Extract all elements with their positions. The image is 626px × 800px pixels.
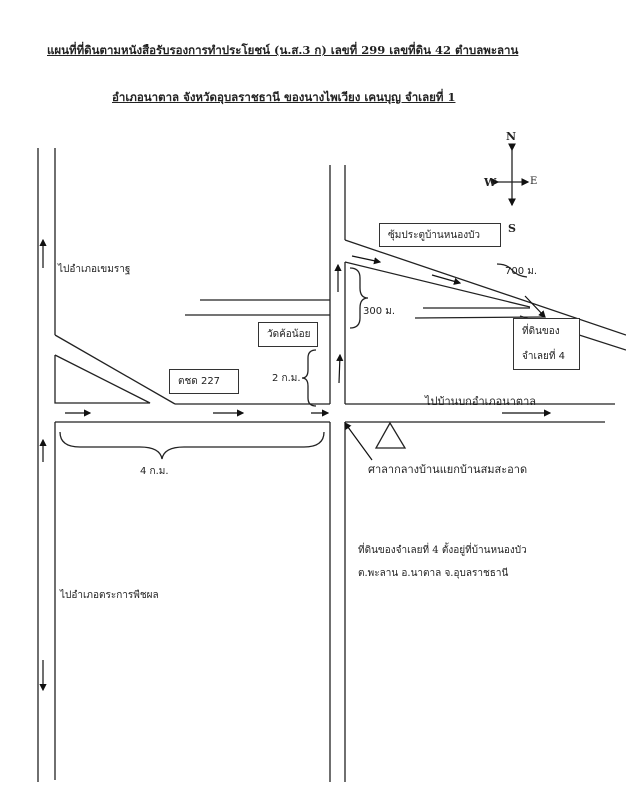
compass-west: W [484,176,497,189]
land-label-2: จำเลยที่ 4 [522,351,566,362]
label-sala: ศาลากลางบ้านแยกบ้านสมสะอาด [368,463,528,476]
distance-300m: 300 ม. [363,306,396,317]
compass-south: S [508,222,516,235]
wat-khonoi-box: วัดค้อน้อย [258,322,318,347]
distance-700m: 700 ม. [505,266,538,277]
land-label-1: ที่ดินของ [522,326,560,337]
label-to-trakan: ไปอำเภอตระการพืชผล [60,590,159,601]
label-to-khemarat: ไปอำเภอเขมราฐ [58,264,131,275]
gate-nongbua-box: ซุ้มประตูบ้านหนองบัว [379,223,501,247]
distance-2km: 2 ก.ม. [272,373,301,384]
defendant-land-box: ที่ดินของ จำเลยที่ 4 [513,318,580,370]
title-line-1: แผนที่ที่ดินตามหนังสือรับรองการทำประโยชน… [47,43,519,57]
direction-arrows [39,238,552,692]
label-to-natan: ไปบ้านบกอำเภอนาตาล [425,395,536,408]
note-line-2: ต.พะลาน อ.นาตาล จ.อุบลราชธานี [358,568,509,579]
distance-4km: 4 ก.ม. [140,466,169,477]
title-line-2: อำเภอนาตาล จังหวัดอุบลราชธานี ของนางไพเว… [112,90,456,104]
bpp-227-box: ตชด 227 [169,369,239,394]
compass-east: E [530,176,538,187]
note-line-1: ที่ดินของจำเลยที่ 4 ตั้งอยู่ที่บ้านหนองบ… [358,545,527,556]
compass-north: N [506,130,517,143]
